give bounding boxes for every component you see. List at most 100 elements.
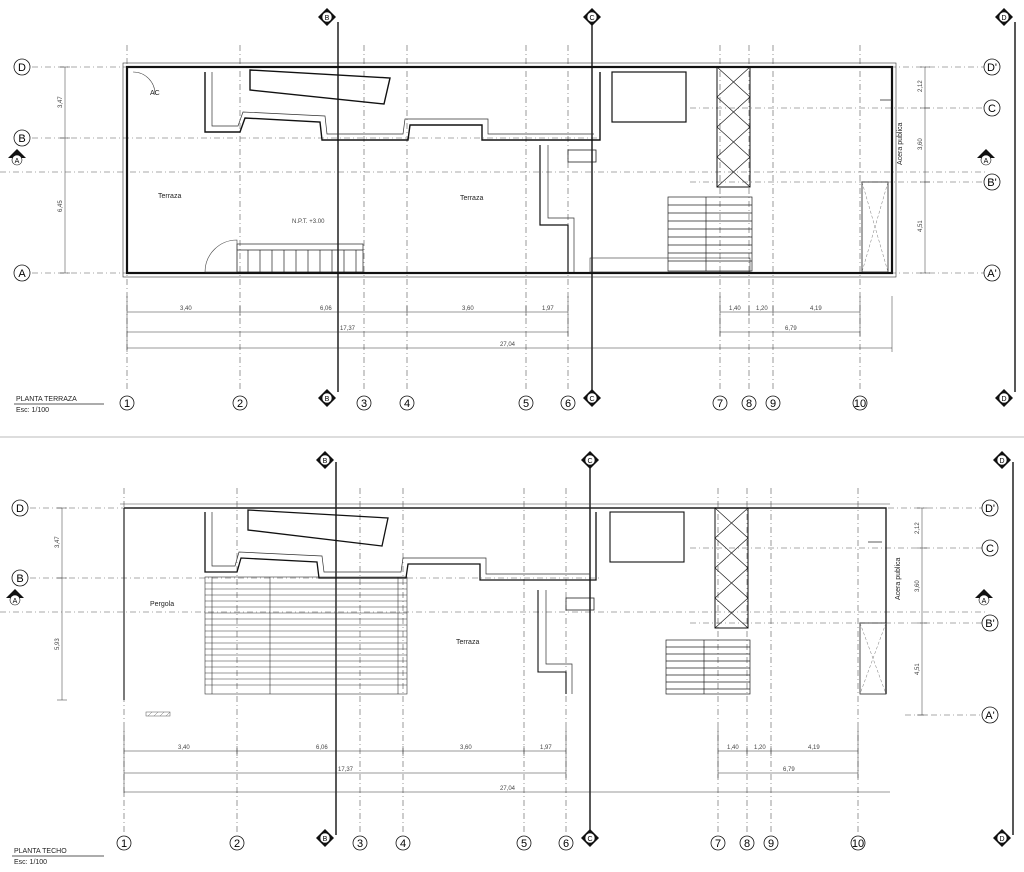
section-marker-c-top: C: [583, 8, 601, 26]
grid-bubble: C: [986, 543, 994, 555]
dim-label: 1,97: [542, 306, 554, 312]
grid-bubble: B': [985, 618, 994, 630]
section-marker-a-left-top: A: [8, 149, 26, 166]
grid-rows-top: [0, 66, 985, 274]
room-label: Acera publica: [895, 557, 902, 600]
interior-wall-top: [204, 72, 601, 141]
grid-bubble: C: [988, 103, 996, 115]
grid-bubble: 2: [237, 398, 243, 410]
svg-text:A: A: [13, 598, 18, 605]
section-marker-b-techo: B: [316, 451, 334, 469]
svg-text:D: D: [1001, 15, 1006, 22]
room-label: AC: [150, 90, 160, 97]
grid-bubble: B': [987, 177, 996, 189]
svg-text:A: A: [15, 158, 20, 165]
svg-text:C: C: [589, 15, 594, 22]
grid-bubble: A': [987, 268, 996, 280]
dim-label: 6,06: [320, 306, 332, 312]
grid-bubble: 10: [854, 398, 866, 410]
grid-bubble: 10: [852, 838, 864, 850]
section-marker-d-techo: D: [993, 451, 1011, 469]
svg-text:B: B: [323, 458, 328, 465]
grid-bubble: 3: [361, 398, 367, 410]
grid-bubble: B: [18, 133, 25, 145]
svg-text:B: B: [325, 396, 330, 403]
section-marker-b-bottom-top: B: [318, 389, 336, 407]
dim-label: 1,20: [756, 306, 768, 312]
drawing-scale: Esc: 1/100: [14, 859, 47, 866]
section-marker-c-techo: C: [581, 451, 599, 469]
grid-bubble: A: [18, 268, 26, 280]
room-label: Terraza: [460, 195, 483, 202]
grid-bubble: 8: [746, 398, 752, 410]
drawing-title: PLANTA TERRAZA: [16, 396, 77, 403]
drawing-title: PLANTA TECHO: [14, 848, 67, 855]
section-marker-b-bottom-techo: B: [316, 829, 334, 847]
dim-label: 6,06: [316, 745, 328, 751]
dim-label: 3,60: [918, 138, 924, 150]
section-marker-c-bottom-techo: C: [581, 829, 599, 847]
column-bubbles-bottom: [116, 835, 866, 851]
dim-label: 1,20: [754, 745, 766, 751]
room-label: Acera publica: [897, 122, 904, 165]
dim-label: 17,37: [340, 326, 356, 332]
grid-bubble: 9: [768, 838, 774, 850]
dim-label: 3,47: [58, 96, 64, 108]
grid-bubble: D': [985, 503, 995, 515]
dim-label: 3,60: [915, 580, 921, 592]
dim-label: 4,19: [808, 745, 820, 751]
plan-techo: Pergola Terraza Acera publica 3,40 6,06 …: [0, 451, 1014, 866]
grid-bubble: 4: [404, 398, 410, 410]
svg-text:A: A: [984, 158, 989, 165]
dim-label: 17,37: [338, 767, 354, 773]
slanted-volume-bottom: [247, 509, 389, 547]
dim-label: 4,51: [918, 220, 924, 232]
grid-bubble: 7: [717, 398, 723, 410]
dim-label: 4,51: [915, 663, 921, 675]
box-top: [611, 71, 687, 123]
grid-bubble: A': [985, 710, 994, 722]
box-bottom: [609, 511, 685, 563]
dim-label: 3,60: [462, 306, 474, 312]
dim-label: 1,40: [727, 745, 739, 751]
dim-label: 27,04: [500, 786, 516, 792]
svg-text:B: B: [323, 836, 328, 843]
section-lines-top: [337, 22, 1016, 392]
section-lines-bottom: [335, 462, 1014, 835]
svg-text:D: D: [1001, 396, 1006, 403]
svg-text:D: D: [999, 836, 1004, 843]
dim-label: 6,79: [783, 767, 795, 773]
lattice-top: [716, 66, 751, 188]
dimension-lines-top: [126, 296, 893, 352]
stairs-top: [667, 196, 753, 272]
grid-bubble: 1: [124, 398, 130, 410]
grid-bubble: 5: [523, 398, 529, 410]
level-label: N.P.T. +3.00: [292, 219, 325, 225]
grid-bubble: B: [16, 573, 23, 585]
pergola-slats: [204, 576, 408, 695]
grid-bubble: 1: [121, 838, 127, 850]
dim-label: 2,12: [915, 522, 921, 534]
grid-bubble: 2: [234, 838, 240, 850]
section-marker-b-top: B: [318, 8, 336, 26]
dimension-lines-bottom: [123, 728, 890, 796]
row-bubbles-left-top: [13, 58, 31, 282]
grid-bubble: 6: [563, 838, 569, 850]
dim-label: 3,47: [55, 536, 61, 548]
section-marker-d-top: D: [995, 8, 1013, 26]
dim-label: 3,40: [178, 745, 190, 751]
grid-bubble: D: [18, 62, 26, 74]
grid-bubble: 5: [521, 838, 527, 850]
section-marker-d-bottom-top: D: [995, 389, 1013, 407]
dim-label: 3,40: [180, 306, 192, 312]
dim-label: 6,79: [785, 326, 797, 332]
dim-label: 3,60: [460, 745, 472, 751]
svg-text:C: C: [587, 836, 592, 843]
section-marker-a-right-techo: A: [975, 589, 993, 606]
plan-terraza: Terraza Terraza AC Acera publica N.P.T. …: [0, 8, 1016, 414]
grid-bubble: D': [987, 62, 997, 74]
room-label: Pergola: [150, 601, 174, 608]
grid-bubble: 4: [400, 838, 406, 850]
column-bubbles-top: [119, 395, 868, 411]
outer-wall-top: [125, 65, 894, 275]
